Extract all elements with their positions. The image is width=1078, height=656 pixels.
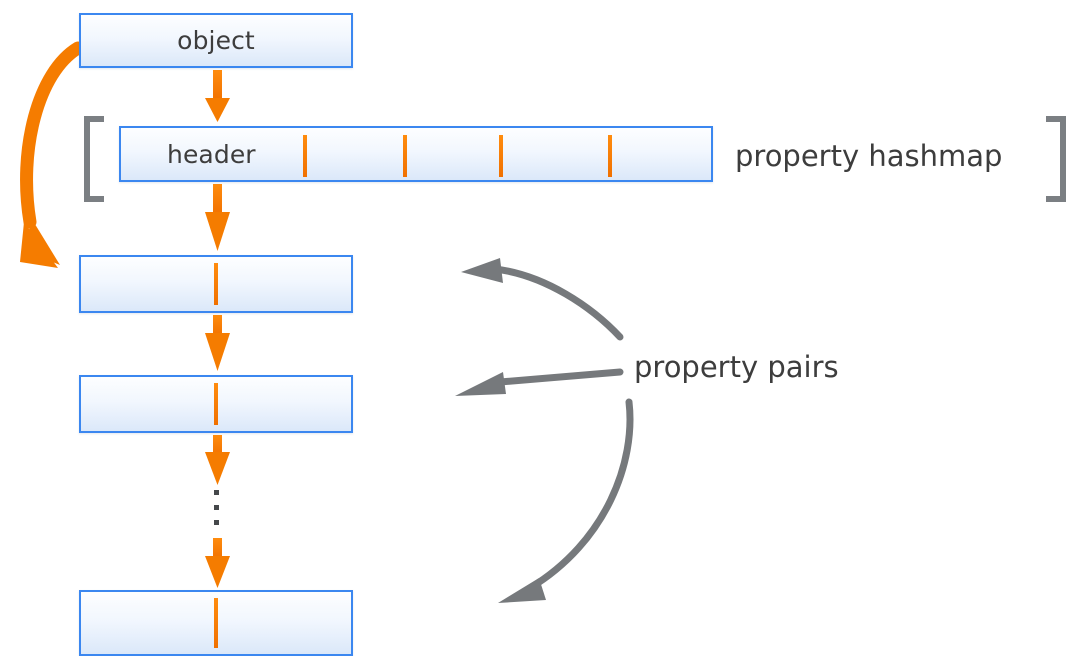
property-hashmap-row[interactable]: header — [119, 126, 713, 182]
bracket-left — [84, 116, 104, 202]
property-pair-box-3[interactable] — [79, 590, 353, 656]
arrow-ellipsis-to-pair-3 — [205, 538, 230, 588]
property-pair-box-3-label — [81, 592, 351, 654]
object-box[interactable]: object — [79, 13, 353, 68]
callout-arrow-upper — [461, 258, 624, 341]
callout-arrow-lower — [498, 398, 634, 603]
ellipsis-dot — [214, 520, 219, 525]
pair-key-value-divider — [214, 263, 218, 305]
property-pair-box-1-label — [81, 257, 351, 311]
pair-key-value-divider — [214, 598, 218, 648]
property-pairs-label: property pairs — [634, 350, 839, 384]
ellipsis-dot — [214, 490, 219, 495]
pair-key-value-divider — [214, 383, 218, 425]
hashmap-slot-divider-2 — [403, 135, 407, 177]
vertical-ellipsis-icon — [214, 490, 222, 532]
property-pair-box-2-label — [81, 377, 351, 431]
arrow-pair-2-to-ellipsis — [205, 435, 230, 485]
hashmap-slot-divider-3 — [499, 135, 503, 177]
ellipsis-dot — [214, 505, 219, 510]
arrow-pair-1-to-pair-2 — [205, 315, 230, 371]
object-box-label: object — [177, 26, 255, 55]
property-hashmap-label: property hashmap — [735, 139, 1003, 173]
bracket-right — [1046, 116, 1066, 202]
arrow-header-to-pair-1 — [205, 184, 230, 251]
property-pair-box-1[interactable] — [79, 255, 353, 313]
header-cell-label: header — [167, 139, 256, 169]
arrow-object-to-header — [205, 70, 230, 122]
arrow-object-to-first-pair — [20, 41, 85, 268]
property-pair-box-2[interactable] — [79, 375, 353, 433]
hashmap-slot-divider-1 — [303, 135, 307, 177]
callout-arrow-middle — [455, 368, 624, 396]
hashmap-slot-divider-4 — [608, 135, 612, 177]
